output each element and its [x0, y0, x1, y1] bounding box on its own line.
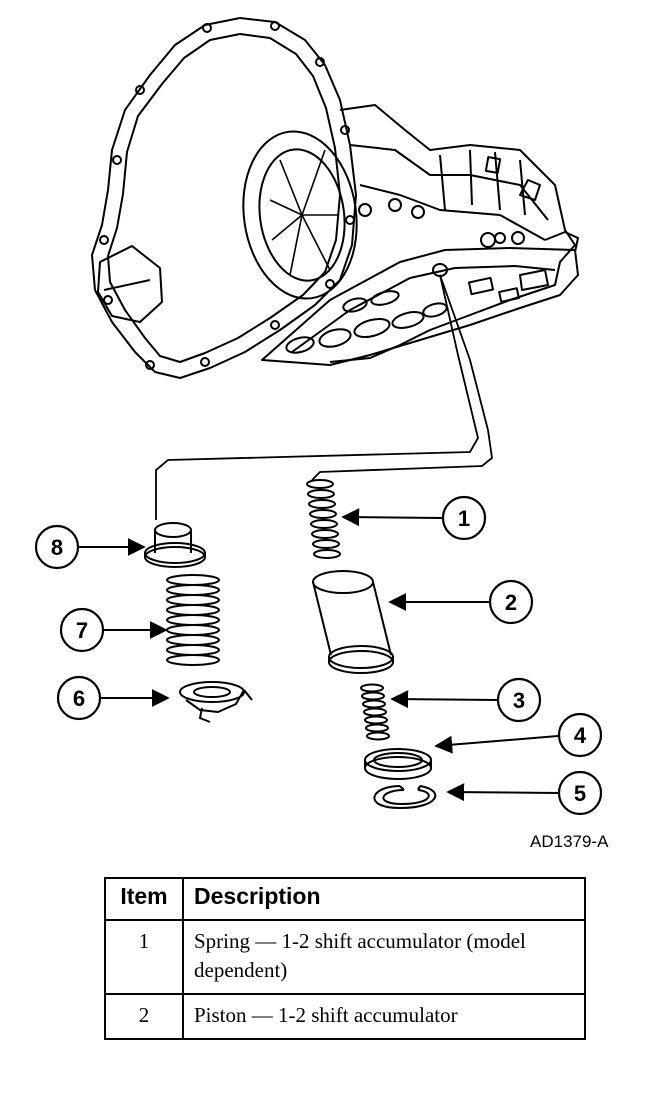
callout-label-7: 7	[76, 618, 88, 643]
callout-3: 3	[390, 677, 542, 723]
item-description: Spring — 1-2 shift accumulator (model de…	[182, 919, 586, 995]
callout-1: 1	[341, 495, 487, 541]
transmission-case	[91, 17, 579, 379]
accumulator-cover-4	[364, 748, 432, 780]
callout-label-5: 5	[574, 781, 586, 806]
left-accumulator-group	[144, 522, 253, 723]
callout-label-8: 8	[51, 535, 63, 560]
exploded-view-diagram: 1 2 3 4 5 6 7 8	[34, 17, 603, 816]
header-description: Description	[182, 877, 586, 921]
accumulator-spring-7	[166, 574, 220, 666]
callout-label-6: 6	[73, 686, 85, 711]
callout-label-3: 3	[513, 688, 525, 713]
right-accumulator-group	[306, 479, 437, 810]
table-row: 2 Piston — 1-2 shift accumulator	[104, 993, 586, 1040]
callout-label-2: 2	[505, 590, 517, 615]
callout-4: 4	[434, 712, 603, 758]
callout-5: 5	[446, 770, 603, 816]
item-number: 1	[104, 919, 184, 995]
small-spring-3	[360, 683, 390, 741]
shift-accumulator-spring-1	[306, 479, 341, 559]
item-number: 2	[104, 993, 184, 1040]
figure-id: AD1379-A	[530, 832, 609, 851]
callout-label-1: 1	[458, 506, 470, 531]
callout-6: 6	[56, 675, 170, 721]
accumulator-piston-8	[144, 522, 206, 568]
callout-2: 2	[388, 579, 534, 625]
retainer-clip-6	[179, 681, 253, 723]
callout-7: 7	[59, 607, 168, 653]
parts-table: Item Description 1 Spring — 1-2 shift ac…	[104, 877, 586, 1040]
callout-label-4: 4	[574, 723, 587, 748]
table-header-row: Item Description	[104, 877, 586, 921]
shift-accumulator-piston-2	[312, 570, 394, 674]
callout-8: 8	[34, 524, 146, 570]
item-description: Piston — 1-2 shift accumulator	[182, 993, 586, 1040]
header-item: Item	[104, 877, 184, 921]
retaining-ring-5	[373, 785, 437, 810]
table-row: 1 Spring — 1-2 shift accumulator (model …	[104, 919, 586, 995]
assembly-leader-lines	[155, 274, 493, 520]
